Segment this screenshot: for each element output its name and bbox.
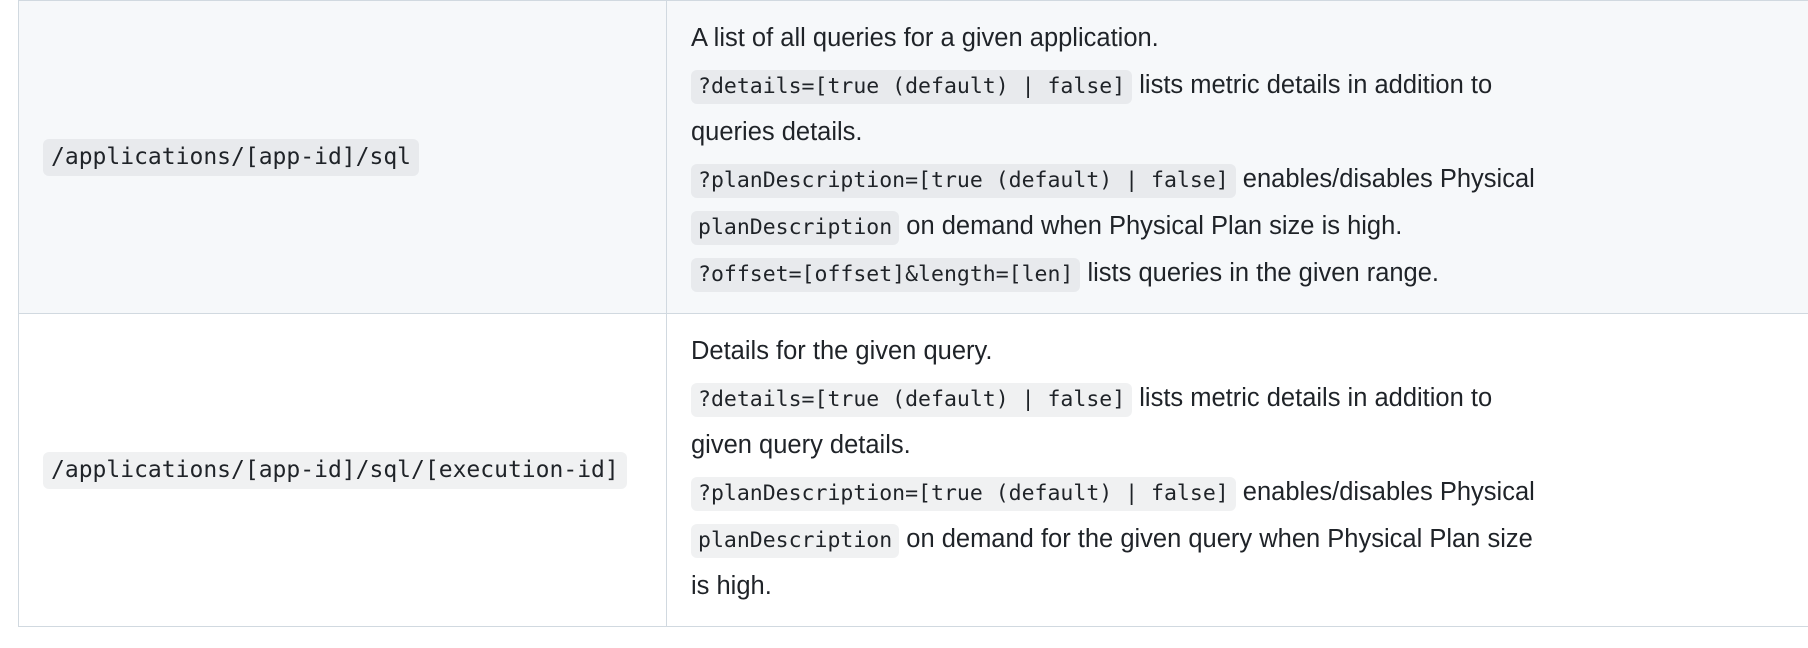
endpoint-cell: /applications/[app-id]/sql/[execution-id…	[18, 313, 667, 627]
rest-api-endpoint-table: /applications/[app-id]/sql A list of all …	[18, 0, 1808, 627]
inline-code-chip: ?planDescription=[true (default) | false…	[691, 477, 1236, 511]
endpoint-code: /applications/[app-id]/sql	[43, 138, 420, 176]
inline-code-chip: planDescription	[691, 211, 900, 245]
meaning-line: A list of all queries for a given applic…	[691, 15, 1808, 62]
meaning-line: planDescription on demand for the given …	[691, 516, 1808, 563]
meaning-line: queries details.	[691, 109, 1808, 156]
inline-code-chip: ?planDescription=[true (default) | false…	[691, 164, 1236, 198]
meaning-text: queries details.	[691, 118, 863, 146]
meaning-line: ?planDescription=[true (default) | false…	[691, 156, 1808, 203]
meaning-text: Details for the given query.	[691, 337, 993, 365]
meaning-text: lists metric details in addition to	[1132, 71, 1493, 99]
meaning-cell: A list of all queries for a given applic…	[666, 0, 1808, 314]
meaning-line: given query details.	[691, 422, 1808, 469]
meaning-text: lists metric details in addition to	[1132, 384, 1493, 412]
meaning-text: given query details.	[691, 431, 911, 459]
meaning-text: on demand when Physical Plan size is hig…	[899, 212, 1403, 240]
meaning-line: is high.	[691, 563, 1808, 610]
inline-code-chip: ?details=[true (default) | false]	[691, 70, 1133, 104]
meaning-text: lists queries in the given range.	[1080, 259, 1440, 287]
table-row: /applications/[app-id]/sql A list of all …	[18, 0, 1808, 314]
meaning-line: planDescription on demand when Physical …	[691, 203, 1808, 250]
meaning-line: Details for the given query.	[691, 328, 1808, 375]
inline-code-chip: ?offset=[offset]&length=[len]	[691, 258, 1081, 292]
meaning-text: enables/disables Physical	[1235, 165, 1535, 193]
meaning-line: ?planDescription=[true (default) | false…	[691, 469, 1808, 516]
meaning-line: ?offset=[offset]&length=[len] lists quer…	[691, 250, 1808, 297]
meaning-text: on demand for the given query when Physi…	[899, 525, 1533, 553]
meaning-line: ?details=[true (default) | false] lists …	[691, 62, 1808, 109]
meaning-line: ?details=[true (default) | false] lists …	[691, 375, 1808, 422]
table-body: /applications/[app-id]/sql A list of all …	[18, 0, 1808, 627]
endpoint-code: /applications/[app-id]/sql/[execution-id…	[43, 451, 627, 489]
endpoint-cell: /applications/[app-id]/sql	[18, 0, 667, 314]
inline-code-chip: ?details=[true (default) | false]	[691, 383, 1133, 417]
table-row: /applications/[app-id]/sql/[execution-id…	[18, 313, 1808, 627]
meaning-text: enables/disables Physical	[1235, 478, 1535, 506]
meaning-cell: Details for the given query. ?details=[tr…	[666, 313, 1808, 627]
inline-code-chip: planDescription	[691, 524, 900, 558]
meaning-text: is high.	[691, 572, 772, 600]
meaning-text: A list of all queries for a given applic…	[691, 24, 1159, 52]
